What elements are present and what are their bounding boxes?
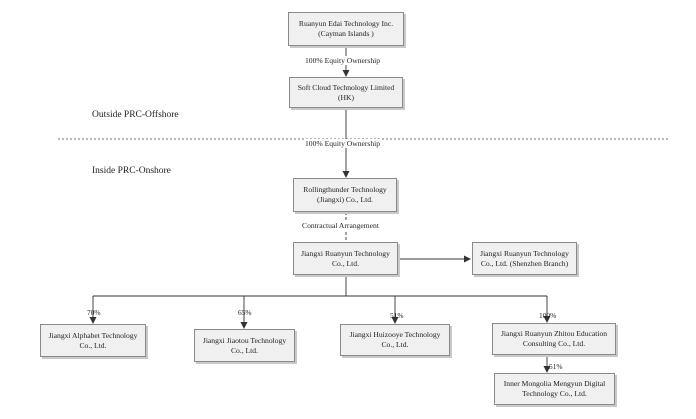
node-line-1: Inner Mongolia Mengyun Digital <box>503 379 606 389</box>
node-line-1: Jiangxi Huizooye Technology <box>349 330 441 340</box>
node-line-1: Jiangxi Ruanyun Zhitou Education <box>500 329 608 339</box>
mengyun-ownership-pct: 51% <box>549 362 563 371</box>
node-line-1: Soft Cloud Technology Limited <box>297 82 395 92</box>
node-line-1: Jiangxi Ruanyun Technology <box>301 248 390 258</box>
node-ruanyun-edai: Ruanyun Edai Technology Inc.(Cayman Isla… <box>288 12 404 46</box>
node-line-1: Rollingthunder Technology <box>303 185 387 195</box>
node-line-2: Co., Ltd. <box>230 345 258 355</box>
node-line-2: Co., Ltd. <box>331 258 359 268</box>
huizooye-ownership-pct: 51% <box>390 311 404 320</box>
equity-ownership-label-bottom: 100% Equity Ownership <box>304 139 382 148</box>
node-line-2: (HK) <box>337 92 354 102</box>
node-line-2: (Cayman Islands ) <box>318 29 374 38</box>
region-label-offshore: Outside PRC-Offshore <box>92 110 179 120</box>
region-label-onshore: Inside PRC-Onshore <box>92 166 171 176</box>
node-line-1: Jiangxi Jiaotou Technology <box>202 335 287 345</box>
jiaotou-ownership-pct: 65% <box>238 308 252 317</box>
equity-ownership-label-top: 100% Equity Ownership <box>304 56 382 65</box>
node-line-2: (Jiangxi) Co., Ltd. <box>317 195 373 204</box>
contractual-arrangement-label: Contractual Arrangement <box>301 221 380 230</box>
zhitou-ownership-pct: 100% <box>539 311 557 320</box>
node-line-1: Ruanyun Edai Technology Inc. <box>298 19 394 29</box>
node-rollingthunder: Rollingthunder Technology(Jiangxi) Co., … <box>293 178 397 212</box>
node-line-2: Co., Ltd. <box>381 340 409 349</box>
node-line-2: Technology Co., Ltd. <box>522 389 587 398</box>
alphabet-ownership-pct: 70% <box>87 308 101 317</box>
node-line-2: Co., Ltd. (Shenzhen Branch) <box>480 258 569 268</box>
node-line-2: Consulting Co., Ltd. <box>522 339 586 348</box>
node-soft-cloud: Soft Cloud Technology Limited(HK) <box>289 77 403 108</box>
node-line-1: Jiangxi Ruanyun Technology <box>480 248 569 258</box>
node-line-1: Jiangxi Alphabet Technology <box>48 330 138 340</box>
node-line-2: Co., Ltd. <box>79 340 107 350</box>
